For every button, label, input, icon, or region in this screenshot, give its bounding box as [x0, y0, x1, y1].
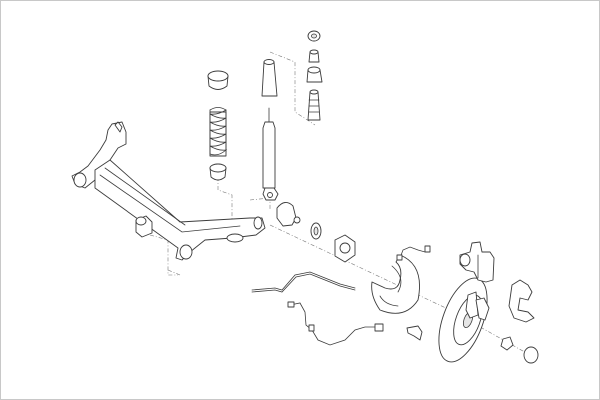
axle-beam — [71, 121, 266, 261]
shock-dust-cover — [261, 59, 278, 97]
shock-absorber — [262, 107, 279, 201]
brake-caliper — [459, 241, 495, 283]
wheel-hub — [334, 234, 356, 263]
spring-top-pad — [207, 70, 229, 90]
axle-bushing — [135, 215, 153, 238]
wheel-carrier — [276, 202, 301, 227]
brake-disc — [438, 277, 488, 363]
handbrake-cable — [251, 271, 356, 293]
hub-bearing — [310, 222, 322, 240]
top-mount-stack — [306, 30, 323, 121]
dust-cap — [523, 346, 539, 364]
abs-sensor-cable — [287, 301, 384, 346]
brake-wear-wire — [396, 245, 431, 261]
brake-backing-plate — [371, 254, 420, 314]
brake-pads — [465, 291, 490, 321]
caliper-bracket — [508, 279, 535, 323]
spring-seat — [209, 163, 227, 181]
axle-nut — [500, 336, 514, 351]
abs-sensor — [406, 325, 423, 341]
coil-spring — [209, 107, 228, 157]
